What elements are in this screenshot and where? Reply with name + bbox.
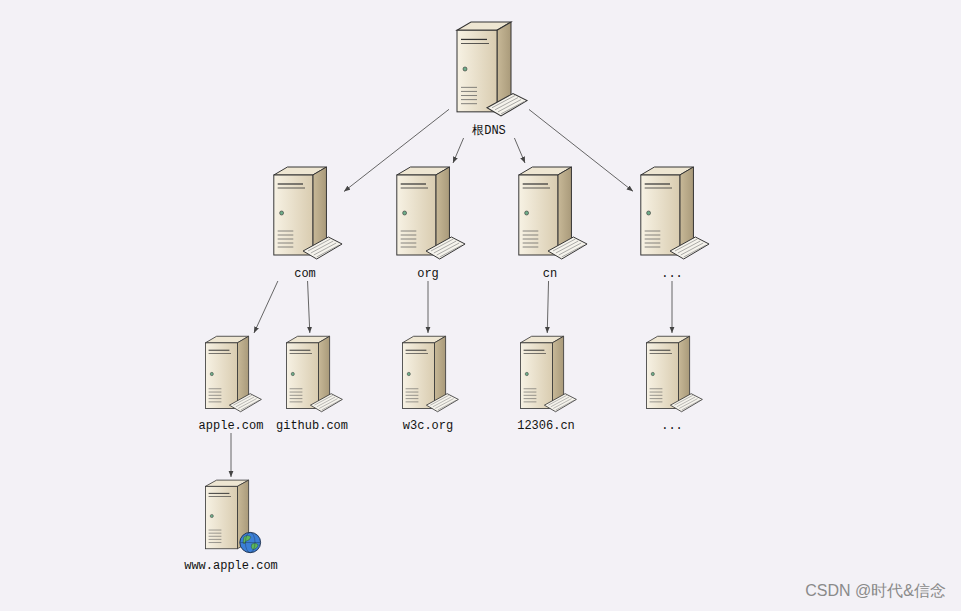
server-icon	[640, 333, 704, 415]
server-label: www.apple.com	[184, 559, 278, 573]
server-node: www.apple.com	[184, 477, 278, 573]
server-node: ...	[640, 333, 704, 433]
server-node: w3c.org	[396, 333, 460, 433]
server-label: github.com	[276, 419, 348, 433]
connector	[672, 281, 673, 333]
connector	[514, 138, 525, 163]
server-label: com	[294, 267, 316, 281]
connector	[254, 281, 278, 333]
connector	[308, 281, 310, 333]
server-icon	[633, 163, 711, 263]
server-icon	[396, 333, 460, 415]
server-label: ...	[661, 267, 683, 281]
connector	[453, 138, 464, 163]
server-label: ...	[661, 419, 683, 433]
server-icon	[199, 333, 263, 415]
server-label: cn	[543, 267, 557, 281]
server-node: cn	[511, 163, 589, 281]
server-label: apple.com	[199, 419, 264, 433]
server-node: 根DNS	[449, 18, 529, 138]
connector	[231, 433, 232, 477]
server-node: github.com	[276, 333, 348, 433]
server-icon	[449, 18, 529, 120]
server-icon	[511, 163, 589, 263]
server-node: apple.com	[199, 333, 264, 433]
server-label: org	[417, 267, 439, 281]
connector	[428, 281, 429, 333]
server-icon	[280, 333, 344, 415]
server-icon	[199, 477, 263, 555]
server-icon	[266, 163, 344, 263]
server-node: 12306.cn	[514, 333, 578, 433]
server-node: ...	[633, 163, 711, 281]
server-node: com	[266, 163, 344, 281]
server-icon	[389, 163, 467, 263]
server-label: 根DNS	[472, 124, 506, 138]
server-node: org	[389, 163, 467, 281]
connector	[547, 281, 548, 333]
server-icon	[514, 333, 578, 415]
watermark: CSDN @时代&信念	[805, 581, 946, 602]
server-label: w3c.org	[403, 419, 453, 433]
server-label: 12306.cn	[517, 419, 575, 433]
